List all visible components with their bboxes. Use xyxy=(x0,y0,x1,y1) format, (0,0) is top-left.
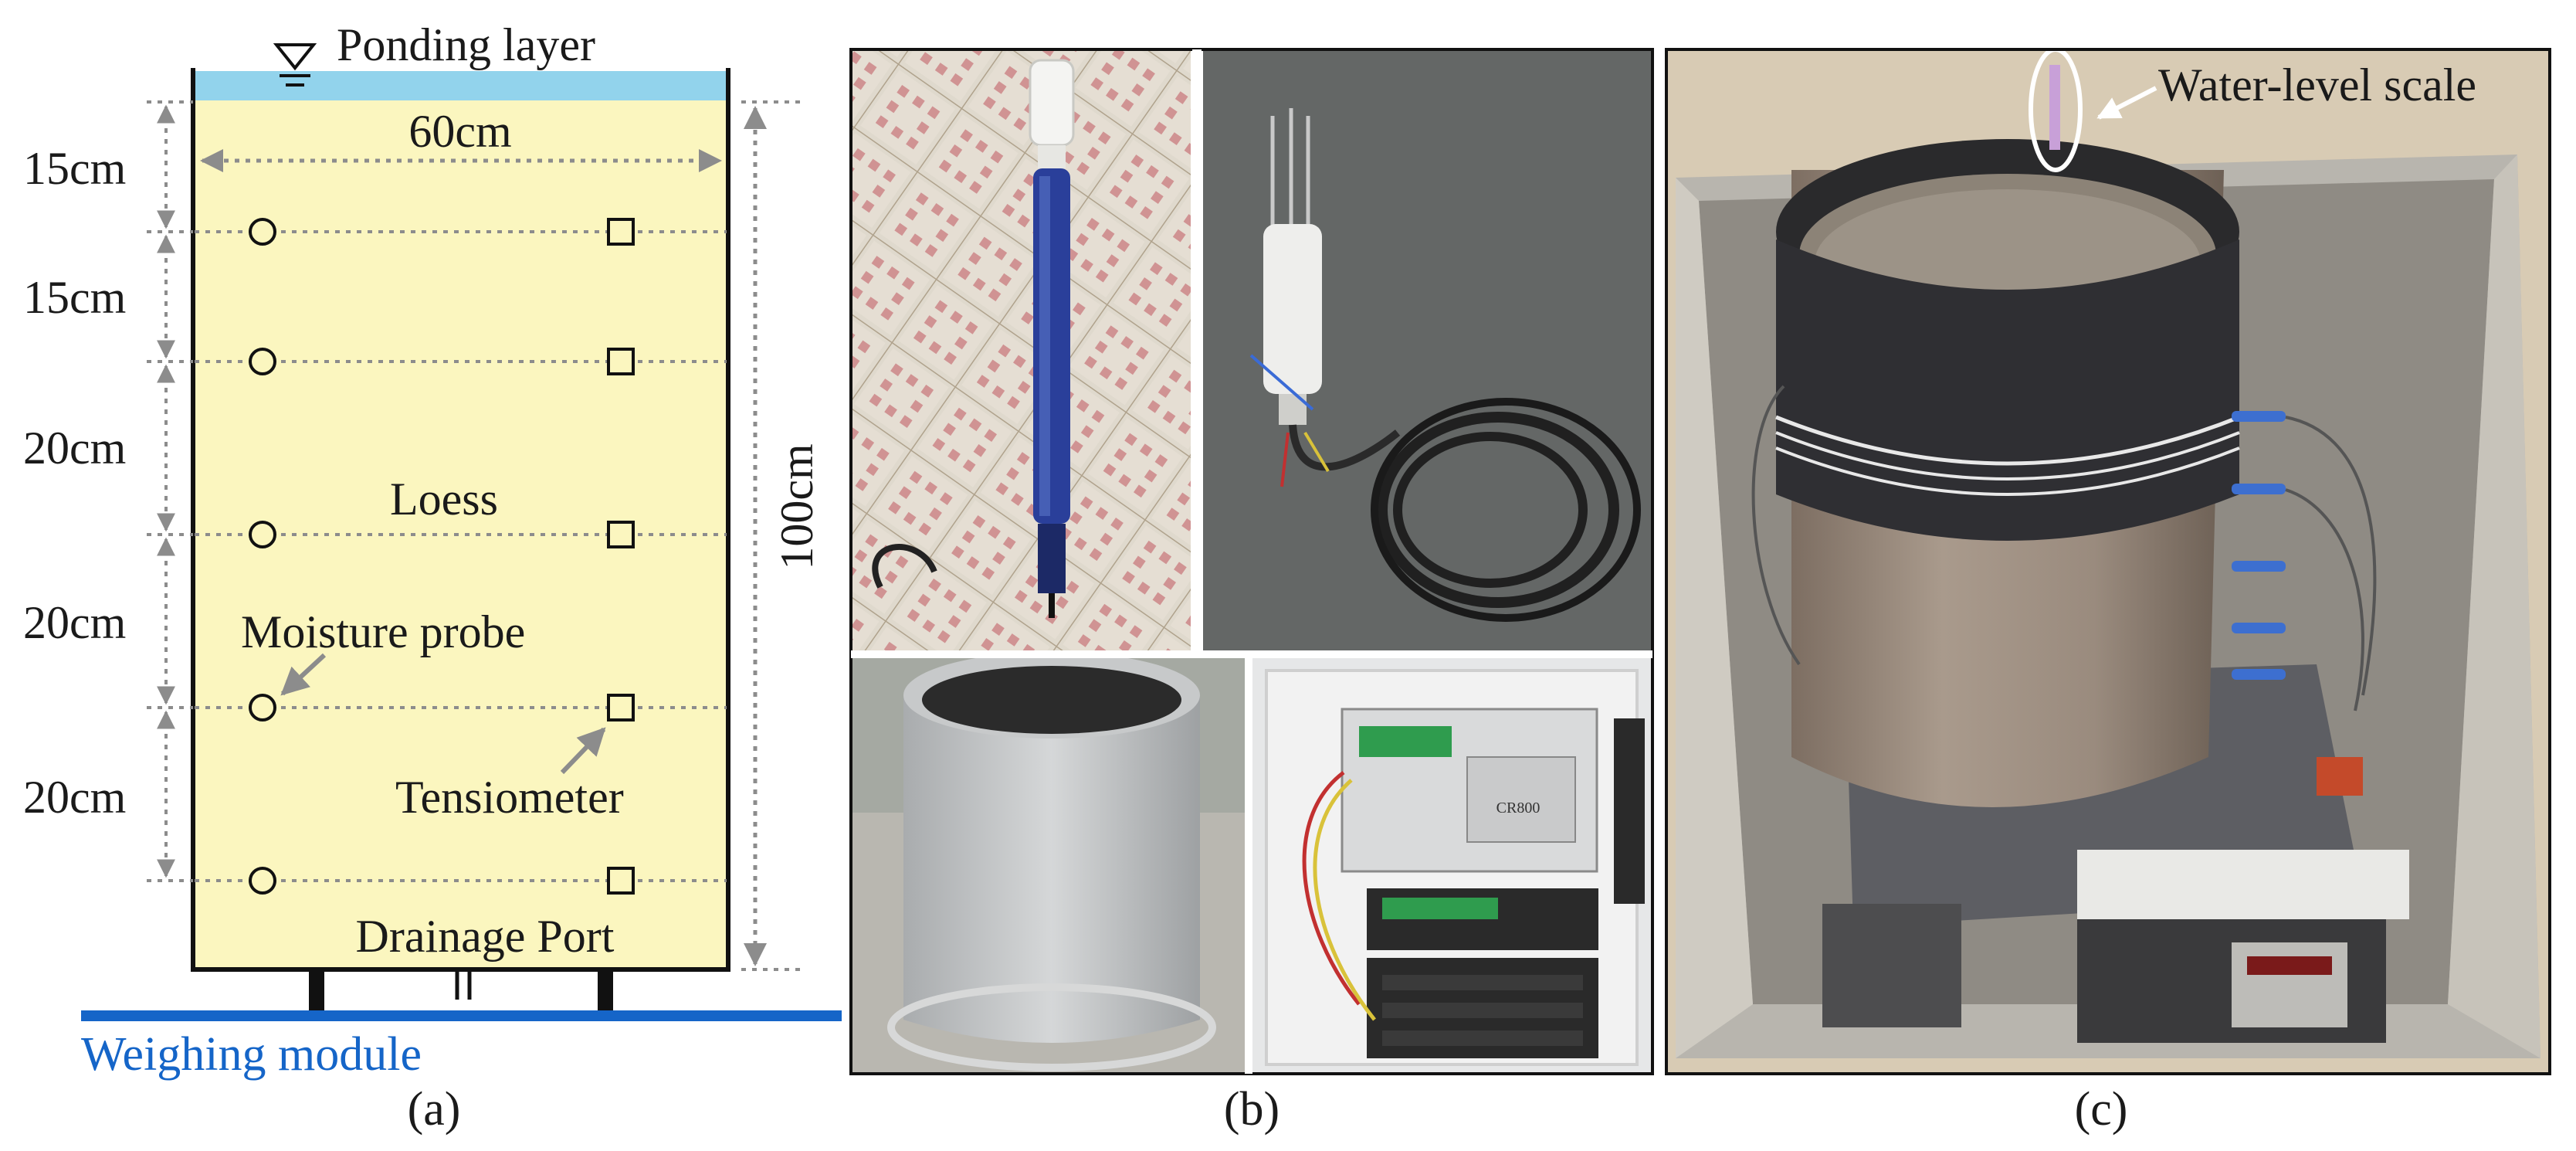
panel-a-schematic: Ponding layer 60cm 100cm 15cm 15cm 20cm … xyxy=(23,19,842,1136)
tensiometer-marker xyxy=(607,521,635,548)
support-leg xyxy=(598,972,613,1010)
depth-label-3: 20cm xyxy=(23,423,126,474)
support-leg xyxy=(309,972,324,1010)
tensiometers xyxy=(607,218,635,895)
moisture-probe-marker xyxy=(249,218,276,246)
moisture-probe-marker xyxy=(249,521,276,548)
photo-tensiometer-probe xyxy=(852,51,1191,650)
photo-steel-cylinder xyxy=(852,652,1245,1072)
panel-c-field-photo: Water-level scale (c) xyxy=(1665,47,2551,1136)
water-table-icon xyxy=(273,43,317,87)
weighing-plate xyxy=(81,1010,842,1021)
depth-label-5: 20cm xyxy=(23,772,126,823)
width-label: 60cm xyxy=(408,106,511,157)
tensiometer-marker xyxy=(607,218,635,246)
depth-scale xyxy=(147,100,193,882)
photo-moisture-probe xyxy=(1203,51,1651,650)
photo-frame-c xyxy=(1665,48,2551,1075)
soil-label: Loess xyxy=(390,474,498,525)
moisture-probe-label: Moisture probe xyxy=(241,606,525,657)
water-level-label: Water-level scale xyxy=(2158,59,2476,110)
caption-c: (c) xyxy=(2075,1083,2128,1136)
tensiometer-marker xyxy=(607,694,635,721)
weighing-label: Weighing module xyxy=(81,1028,422,1081)
tensiometer-label: Tensiometer xyxy=(395,772,624,823)
moisture-probe-marker xyxy=(249,867,276,895)
depth-label-1: 15cm xyxy=(23,143,126,194)
ponding-layer xyxy=(193,71,728,100)
caption-a: (a) xyxy=(408,1083,461,1136)
drainage-label: Drainage Port xyxy=(356,911,615,962)
logger-model: CR800 xyxy=(1496,800,1541,817)
caption-b: (b) xyxy=(1224,1083,1280,1136)
tensiometer-marker xyxy=(607,348,635,375)
photo-data-logger: CR800 xyxy=(1252,658,1651,1072)
height-label: 100cm xyxy=(771,443,822,569)
moisture-probes xyxy=(249,218,276,895)
ponding-label: Ponding layer xyxy=(337,19,595,70)
depth-label-2: 15cm xyxy=(23,272,126,323)
tensiometer-marker xyxy=(607,867,635,895)
moisture-probe-marker xyxy=(249,694,276,721)
sensor-row-lines xyxy=(195,230,727,882)
panel-b-photos: CR800 (b) xyxy=(849,48,1654,1136)
depth-label-4: 20cm xyxy=(23,597,126,648)
moisture-probe-marker xyxy=(249,348,276,375)
